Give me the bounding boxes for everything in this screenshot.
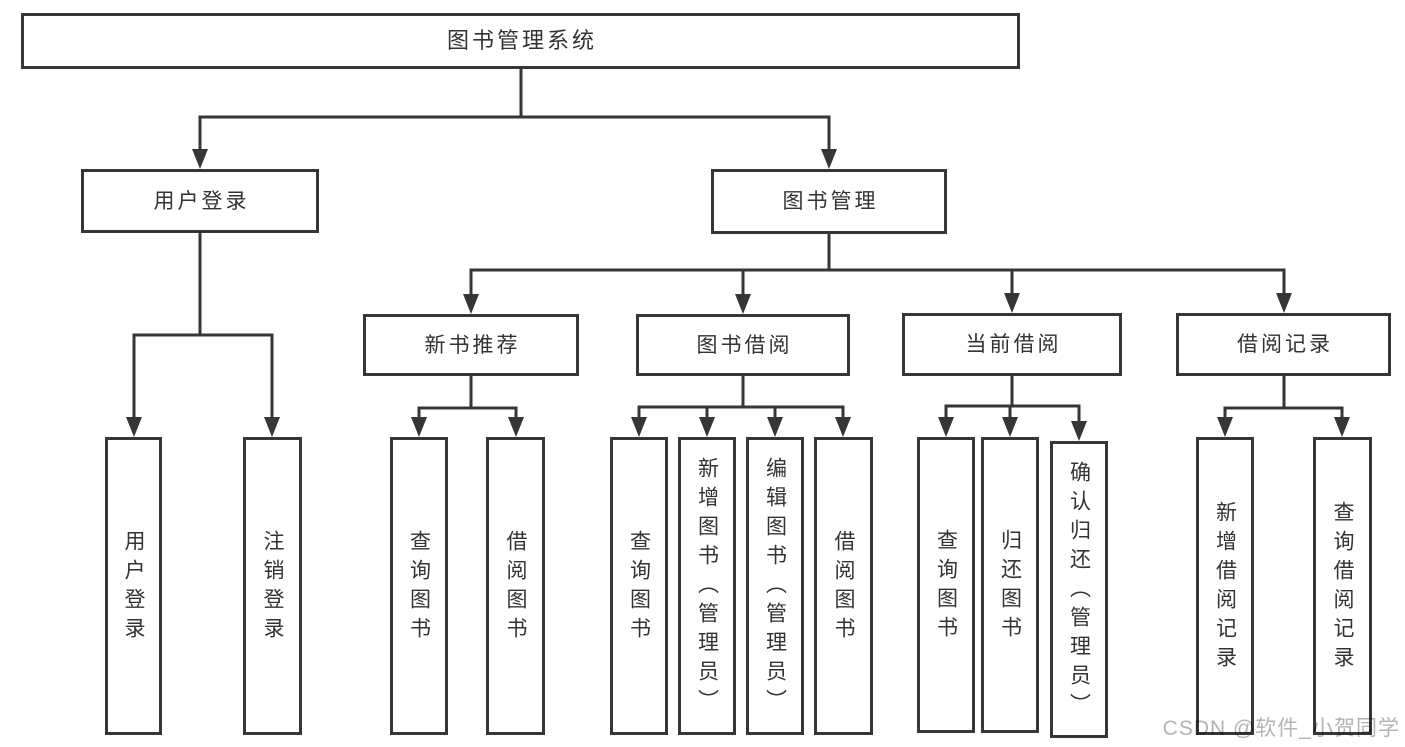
node-label: 查询图书 <box>934 528 958 645</box>
node-leaf-borrow-book-bor: 借阅图书 <box>814 437 873 735</box>
node-label: 新增借阅记录 <box>1213 500 1237 675</box>
node-label: 新书推荐 <box>424 333 521 357</box>
arrowhead-down-icon <box>767 417 783 437</box>
node-leaf-add-book-admin: 新增图书（管理员） <box>678 437 736 735</box>
node-label: 用户登录 <box>153 189 250 213</box>
node-label: 编辑图书（管理员） <box>763 457 787 718</box>
node-label: 借阅图书 <box>832 529 855 646</box>
node-label: 借阅记录 <box>1237 333 1333 356</box>
node-label: 图书借阅 <box>696 333 793 357</box>
node-label: 查询图书 <box>407 529 431 646</box>
arrowhead-down-icon <box>192 149 208 169</box>
node-leaf-edit-book-admin: 编辑图书（管理员） <box>746 437 804 735</box>
arrowhead-down-icon <box>821 149 837 169</box>
arrowhead-down-icon <box>264 417 280 437</box>
node-label: 查询图书 <box>627 529 651 646</box>
arrowhead-down-icon <box>1071 421 1087 441</box>
node-leaf-query-book-rec: 查询图书 <box>390 437 448 735</box>
node-root: 图书管理系统 <box>21 13 1020 69</box>
node-leaf-query-book-cur: 查询图书 <box>917 437 975 733</box>
node-label: 图书管理 <box>782 190 879 213</box>
node-leaf-add-record: 新增借阅记录 <box>1196 437 1254 735</box>
arrowhead-down-icon <box>835 417 851 437</box>
node-label: 图书管理系统 <box>446 28 597 53</box>
arrowhead-down-icon <box>126 417 142 437</box>
arrowhead-down-icon <box>699 417 715 437</box>
node-label: 归还图书 <box>998 528 1022 645</box>
node-new-book-recommend: 新书推荐 <box>363 314 579 376</box>
node-leaf-confirm-return: 确认归还（管理员） <box>1050 441 1108 738</box>
node-label: 新增图书（管理员） <box>695 457 719 718</box>
arrowhead-down-icon <box>735 294 751 314</box>
node-leaf-query-book-bor: 查询图书 <box>610 437 668 735</box>
node-borrowing-records: 借阅记录 <box>1176 313 1391 376</box>
arrowhead-down-icon <box>1217 417 1233 437</box>
node-label: 当前借阅 <box>965 333 1062 356</box>
node-label: 借阅图书 <box>504 529 527 646</box>
node-label: 用户登录 <box>122 529 145 646</box>
arrowhead-down-icon <box>1276 293 1292 313</box>
node-current-borrowing: 当前借阅 <box>902 313 1122 376</box>
arrowhead-down-icon <box>938 417 954 437</box>
node-leaf-user-login: 用户登录 <box>105 437 162 735</box>
node-user-login: 用户登录 <box>81 169 319 233</box>
arrowhead-down-icon <box>1002 417 1018 437</box>
node-label: 注销登录 <box>261 529 284 646</box>
node-book-borrowing: 图书借阅 <box>636 314 850 376</box>
node-leaf-borrow-book-rec: 借阅图书 <box>486 437 545 735</box>
arrowhead-down-icon <box>508 417 524 437</box>
node-label: 确认归还（管理员） <box>1067 460 1091 722</box>
node-leaf-logout: 注销登录 <box>243 437 302 735</box>
arrowhead-down-icon <box>411 417 427 437</box>
arrowhead-down-icon <box>1004 293 1020 313</box>
node-book-management: 图书管理 <box>711 169 947 234</box>
arrowhead-down-icon <box>1334 417 1350 437</box>
arrowhead-down-icon <box>631 417 647 437</box>
node-leaf-return-book: 归还图书 <box>981 437 1039 733</box>
node-label: 查询借阅记录 <box>1331 500 1354 675</box>
arrowhead-down-icon <box>463 294 479 314</box>
node-leaf-query-record: 查询借阅记录 <box>1313 437 1372 735</box>
